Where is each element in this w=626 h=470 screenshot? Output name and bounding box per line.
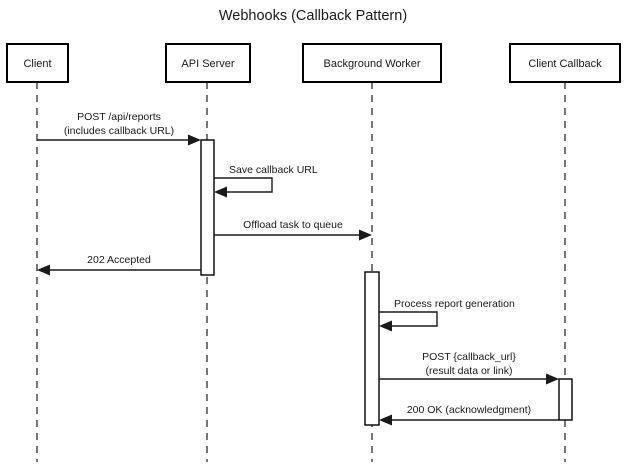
message-label-save-callback-url: Save callback URL — [229, 164, 318, 176]
activation-bar-api-server[interactable] — [200, 139, 215, 276]
participant-label-background-worker: Background Worker — [323, 58, 420, 70]
participant-client[interactable]: Client — [6, 43, 69, 83]
message-label-offload-task-to-queue: Offload task to queue — [243, 219, 343, 231]
arrow-head-left-process-report-generation — [379, 320, 392, 332]
arrow-head-left-202-accepted — [37, 264, 50, 276]
participant-label-api-server: API Server — [181, 58, 235, 70]
message-post-api-reports[interactable]: POST /api/reports (includes callback URL… — [37, 111, 201, 146]
message-post-callback-url[interactable]: POST {callback_url} (result data or link… — [379, 351, 559, 385]
message-offload-task-to-queue[interactable]: Offload task to queue — [214, 219, 372, 241]
arrow-head-right-post-callback-url — [546, 373, 559, 385]
message-label-process-report-generation: Process report generation — [394, 298, 515, 310]
participant-label-client: Client — [23, 58, 51, 70]
message-save-callback-url[interactable]: Save callback URL — [214, 164, 318, 198]
arrow-head-left-200-ok — [379, 414, 392, 426]
participant-client-callback[interactable]: Client Callback — [509, 43, 621, 83]
message-process-report-generation[interactable]: Process report generation — [379, 298, 515, 332]
activation-bar-background-worker[interactable] — [364, 271, 380, 426]
message-200-ok[interactable]: 200 OK (acknowledgment) — [379, 404, 559, 426]
diagram-title: Webhooks (Callback Pattern) — [219, 8, 407, 24]
message-label-post-api-reports-line2: (includes callback URL) — [64, 125, 174, 137]
message-line-process-report-generation[interactable] — [379, 311, 438, 327]
arrow-head-left-save-callback-url — [214, 186, 227, 198]
message-label-post-api-reports-line1: POST /api/reports — [77, 111, 161, 123]
participant-box-api-server[interactable] — [165, 43, 251, 83]
participant-api-server[interactable]: API Server — [165, 43, 251, 83]
participant-background-worker[interactable]: Background Worker — [302, 43, 442, 83]
arrow-head-right-post-api-reports — [188, 134, 201, 146]
message-label-post-callback-url-line1: POST {callback_url} — [422, 351, 516, 363]
message-label-post-callback-url-line2: (result data or link) — [426, 365, 513, 377]
arrow-head-right-offload-task-to-queue — [359, 229, 372, 241]
participant-box-background-worker[interactable] — [302, 43, 442, 83]
participant-box-client[interactable] — [6, 43, 69, 83]
message-label-202-accepted: 202 Accepted — [87, 254, 151, 266]
message-line-save-callback-url[interactable] — [214, 177, 273, 193]
participant-box-client-callback[interactable] — [509, 43, 621, 83]
activation-bar-client-callback[interactable] — [558, 378, 573, 421]
message-label-200-ok: 200 OK (acknowledgment) — [407, 404, 531, 416]
message-202-accepted[interactable]: 202 Accepted — [37, 254, 201, 276]
activation-bars-group — [200, 139, 573, 426]
participant-label-client-callback: Client Callback — [528, 58, 602, 70]
